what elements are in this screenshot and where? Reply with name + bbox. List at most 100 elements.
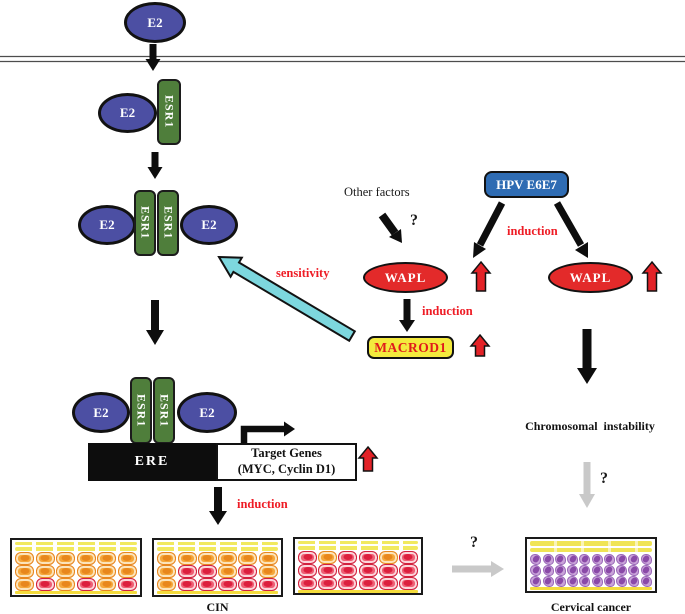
cancer-cell [579,575,591,587]
question-mark-other-factors: ? [410,212,418,229]
cell-grid [14,551,138,591]
normal-cell [238,551,258,565]
normal-cell [157,564,177,578]
cell-nucleus [629,576,638,586]
normal-cell [35,551,55,565]
cell-nucleus [162,581,172,588]
cell-nucleus [40,568,50,575]
cell-nucleus [544,576,553,586]
cancer-cell [616,564,628,576]
cancer-cell [628,564,640,576]
down-arrow-dimer-dna [146,300,164,345]
e2-ligand-dimer-left: E2 [78,205,136,245]
cell-nucleus [403,554,413,561]
normal-cell [157,551,177,565]
cell-nucleus [303,567,313,574]
cell-grid [529,553,653,587]
dysplastic-cell [298,563,318,577]
cell-nucleus [629,565,638,575]
cell-row [14,564,138,578]
cell-nucleus [642,576,651,586]
cancer-cell [591,553,603,565]
cell-nucleus [629,554,638,564]
cell-nucleus [556,565,565,575]
normal-cell [218,551,238,565]
dysplastic-cell [117,577,137,591]
wapl-node-right: WAPL [548,262,633,293]
e2-label: E2 [199,404,215,420]
cancer-cell [640,553,652,565]
cell-row [529,553,653,565]
cell-row [14,551,138,565]
squamous-layer-icon [15,542,137,546]
cell-nucleus [182,555,192,562]
dysplastic-cell [76,577,96,591]
question-mark-instability: ? [600,470,608,487]
cell-nucleus [568,565,577,575]
normal-cell [76,564,96,578]
cell-nucleus [403,567,413,574]
cell-nucleus [580,554,589,564]
gray-right-arrow-cin-cancer [452,561,504,577]
dysplastic-cell [197,577,217,591]
esr1-label: ESR1 [134,393,149,428]
esr1-receptor-dimer-right: ESR1 [157,190,179,256]
cell-nucleus [568,576,577,586]
squamous-layer-icon [298,546,418,550]
cell-row [156,564,279,578]
cell-row [297,550,419,564]
cell-nucleus [61,555,71,562]
sensitivity-arrow-icon [217,255,357,343]
cell-nucleus [122,555,132,562]
esr1-label: ESR1 [161,206,176,240]
target-genes-box: Target Genes (MYC, Cyclin D1) [216,443,357,481]
normal-cell [157,577,177,591]
cell-nucleus [605,554,614,564]
cell-nucleus [544,565,553,575]
cell-nucleus [383,567,393,574]
arrow-other-factors-to-wapl [378,212,402,243]
gray-down-arrow-instability-cancer [579,462,595,508]
e2-label: E2 [201,217,217,232]
cell-nucleus [593,565,602,575]
cell-nucleus [102,555,112,562]
cancer-cell [640,564,652,576]
cell-nucleus [605,576,614,586]
cancer-cell [591,564,603,576]
cell-row [529,564,653,576]
cell-nucleus [223,555,233,562]
cell-nucleus [605,565,614,575]
squamous-layer-icon [298,541,418,545]
dysplastic-cell [338,550,358,564]
cell-nucleus [223,568,233,575]
cell-nucleus [182,581,192,588]
esr1-receptor-monomer: ESR1 [157,79,181,145]
cell-nucleus [81,581,91,588]
dysplastic-cell [338,576,358,590]
cell-nucleus [243,581,253,588]
down-arrow-monomer-dimer [147,152,163,179]
normal-cell [15,577,35,591]
cell-nucleus [20,555,30,562]
down-arrow-genes-induction [209,487,227,525]
cell-nucleus [61,568,71,575]
cell-nucleus [303,554,313,561]
cell-nucleus [202,581,212,588]
cell-row [14,577,138,591]
cell-nucleus [343,567,353,574]
cell-grid [156,551,279,591]
squamous-layer-icon [530,541,652,546]
sensitivity-label: sensitivity [276,266,330,280]
cell-nucleus [568,554,577,564]
cell-nucleus [343,580,353,587]
hpv-e6e7-label: HPV E6E7 [496,176,557,192]
dysplastic-cell [177,577,197,591]
cell-nucleus [122,581,132,588]
other-factors-label: Other factors [344,185,410,199]
arrow-hpv-to-left-wapl [473,201,506,258]
down-arrow-e2-membrane [145,44,161,71]
cancer-cell [640,575,652,587]
normal-cell [258,551,278,565]
histology-cin-intermediate [152,538,283,597]
cell-nucleus [556,554,565,564]
